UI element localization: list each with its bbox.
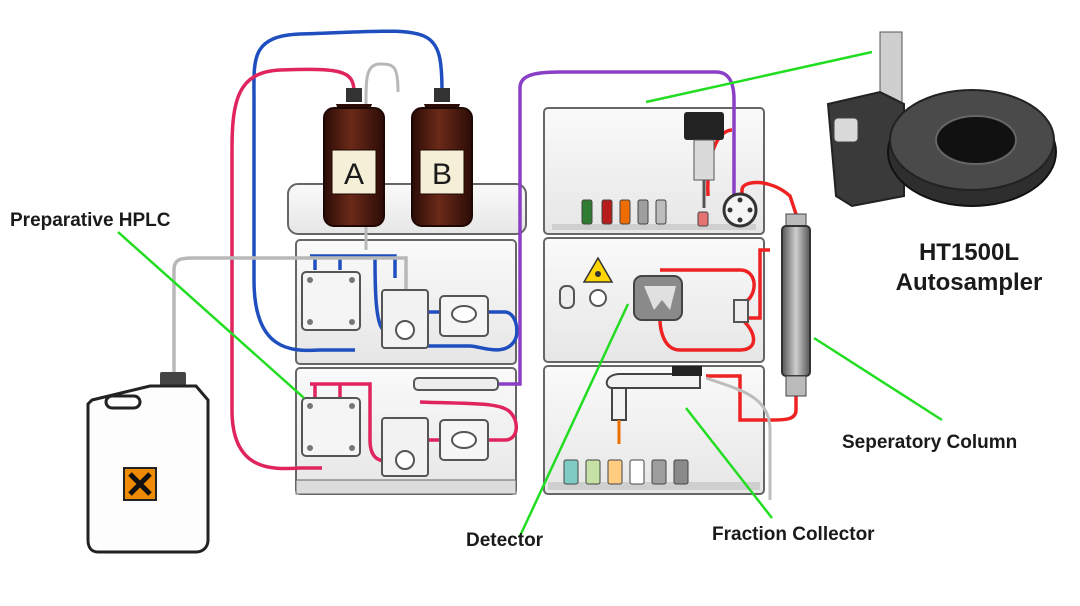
label-detector: Detector xyxy=(466,530,544,551)
label-autosampler: HT1500L Autosampler xyxy=(880,238,1058,298)
label-separatory-column: Seperatory Column xyxy=(842,432,1018,453)
callout-line-autosampler xyxy=(645,50,873,104)
split-tee xyxy=(733,299,749,323)
waste-canister xyxy=(86,372,210,554)
separatory-column xyxy=(781,213,811,397)
bottle-b-label: B xyxy=(432,158,452,191)
waste-line xyxy=(172,256,408,378)
callout-line-detector xyxy=(518,303,630,537)
solvent-b-line xyxy=(252,29,444,353)
solvent-bottle-a: A xyxy=(323,88,385,227)
callout-line-hplc xyxy=(117,231,305,399)
sample-vials xyxy=(581,199,709,227)
autosampler-device xyxy=(826,31,1057,208)
label-preparative-hplc: Preparative HPLC xyxy=(10,210,171,231)
solvent-bottle-b: B xyxy=(411,88,473,227)
callout-line-collector xyxy=(685,407,773,519)
pump-head-a xyxy=(301,377,499,477)
label-autosampler-type: Autosampler xyxy=(895,269,1043,296)
harmful-x-icon xyxy=(123,467,157,501)
column-line xyxy=(706,180,798,422)
solvent-a-line xyxy=(230,67,356,471)
injection-valve xyxy=(722,192,758,228)
label-fraction-collector: Fraction Collector xyxy=(712,524,875,545)
label-autosampler-model: HT1500L xyxy=(918,239,1020,266)
injection-needle xyxy=(684,112,724,208)
detector-controls xyxy=(559,285,607,309)
sample-line xyxy=(418,70,736,386)
callout-line-column xyxy=(813,336,943,422)
bottle-a-label: A xyxy=(344,158,364,191)
fraction-tubes xyxy=(563,459,689,485)
flow-cell xyxy=(633,275,683,321)
collector-arm xyxy=(605,366,702,444)
pump-head-b xyxy=(301,271,489,349)
radiation-warning-icon xyxy=(582,256,614,283)
